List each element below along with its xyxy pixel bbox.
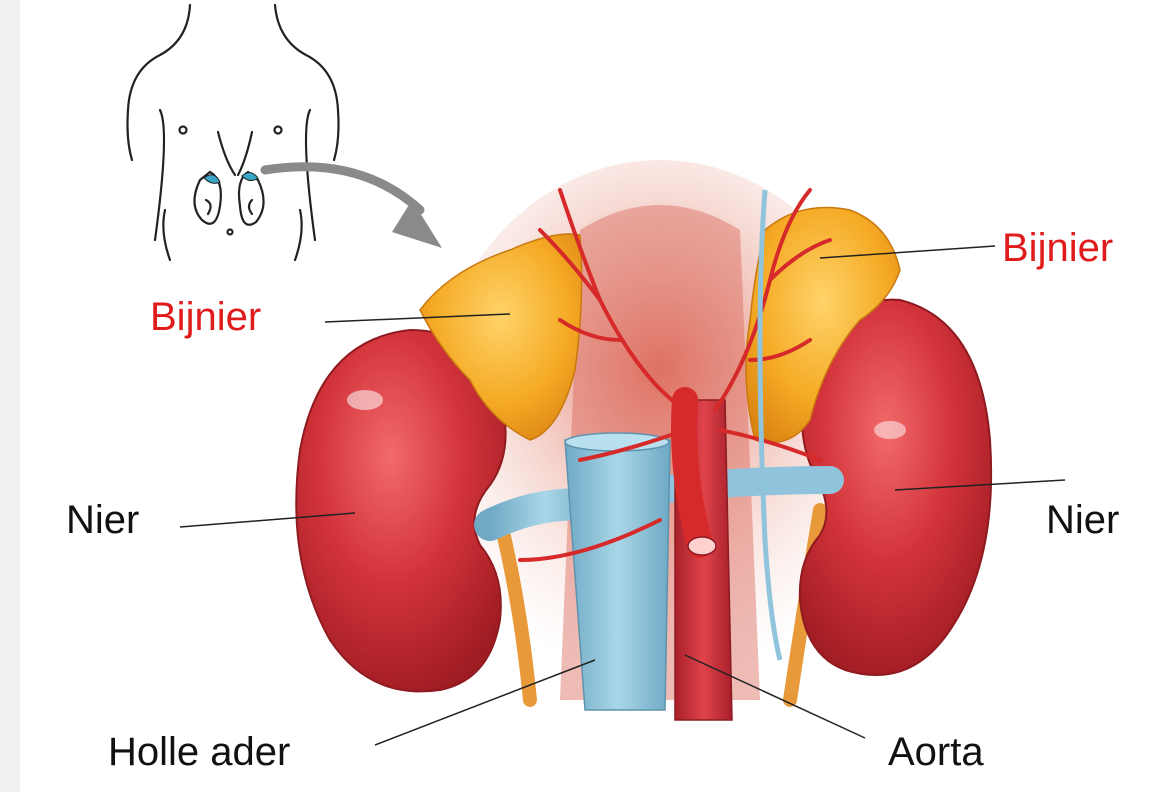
adrenal-marker-right bbox=[242, 172, 258, 180]
diagram-canvas: Bijnier Bijnier Nier Nier Holle ader Aor… bbox=[20, 0, 1153, 792]
pointer-arrow bbox=[265, 167, 442, 248]
label-kidney-right: Nier bbox=[1046, 500, 1119, 540]
anatomy-figure bbox=[20, 0, 1153, 792]
adrenal-marker-left bbox=[204, 175, 220, 184]
body-outline bbox=[128, 5, 339, 260]
label-kidney-left: Nier bbox=[66, 500, 139, 540]
label-aorta: Aorta bbox=[888, 732, 984, 772]
label-adrenal-right: Bijnier bbox=[1002, 228, 1113, 268]
label-adrenal-left: Bijnier bbox=[150, 297, 261, 337]
label-vena-cava: Holle ader bbox=[108, 732, 290, 772]
